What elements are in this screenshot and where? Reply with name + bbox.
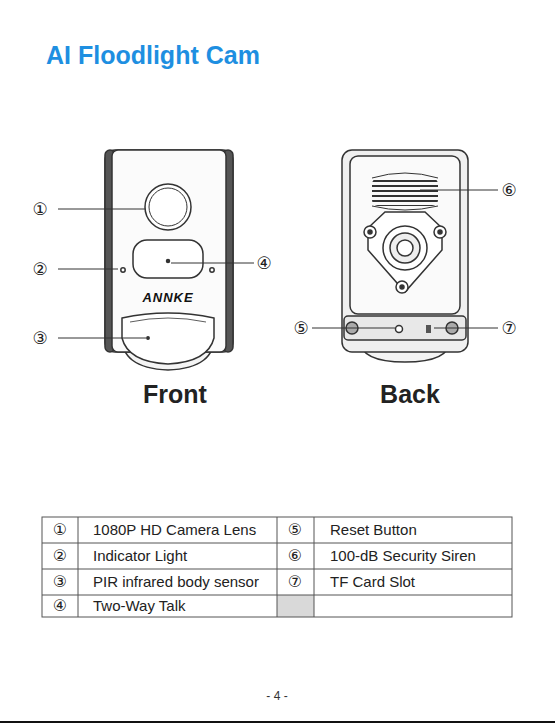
view-label: Back [380,381,440,409]
table-cell: TF Card Slot [330,574,415,591]
table-cell: ④ [53,597,67,615]
back-camera [342,150,468,362]
bottom-rule [0,721,555,723]
table-cell: Indicator Light [93,548,187,565]
callout-number: ⑥ [501,181,516,200]
callout-number: ② [32,260,47,279]
callout-number: ③ [32,329,47,348]
callout-number: ④ [256,254,271,273]
table-cell: PIR infrared body sensor [93,574,259,591]
table-cell: Reset Button [330,522,417,539]
front-camera [105,150,233,370]
callout-number: ① [32,200,47,219]
table-cell: ② [53,547,67,565]
table-cell: Two-Way Talk [93,598,186,615]
callout-number: ⑤ [293,319,308,338]
table-cell: ⑦ [288,573,302,591]
page-title: AI Floodlight Cam [46,42,260,70]
parts-table [42,517,512,617]
view-label: Front [143,381,207,409]
brand-logo: ANNKE [142,291,193,305]
table-cell: ⑥ [288,547,302,565]
leader-lines [58,190,498,338]
table-cell: ① [53,521,67,539]
page-number: - 4 - [266,690,287,703]
table-cell: 100-dB Security Siren [330,548,476,565]
callout-number: ⑦ [501,319,516,338]
table-cell: ③ [53,573,67,591]
table-cell: ⑤ [288,521,302,539]
table-cell: 1080P HD Camera Lens [93,522,256,539]
